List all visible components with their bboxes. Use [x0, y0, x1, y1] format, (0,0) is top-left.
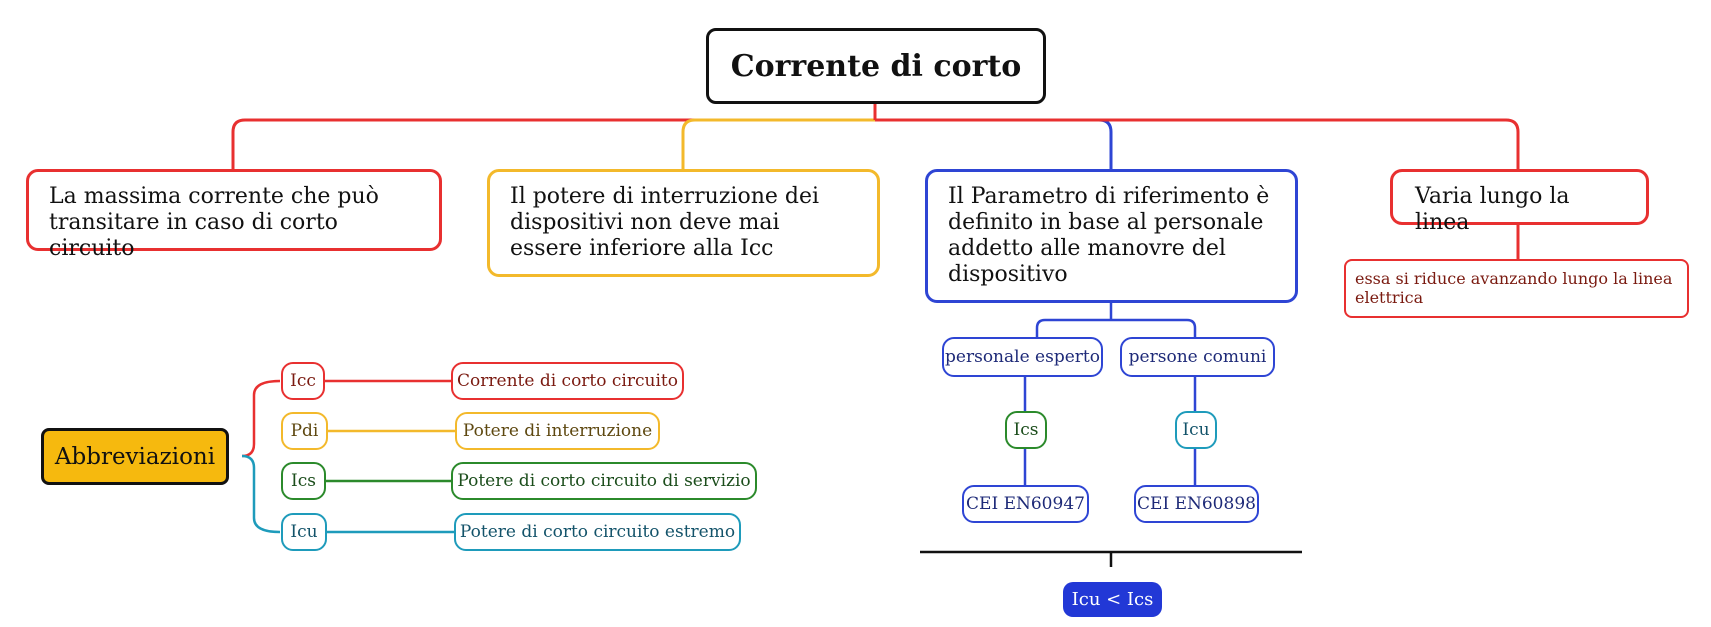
expert-personnel-node[interactable]: personale esperto: [942, 337, 1103, 377]
parameter-text: Il Parametro di riferimento è definito i…: [948, 184, 1270, 287]
abbr-code-icu[interactable]: Icu: [281, 513, 327, 551]
varies-note-node[interactable]: essa si riduce avanzando lungo la linea …: [1344, 259, 1689, 318]
common-persons-node[interactable]: persone comuni: [1120, 337, 1275, 377]
abbr-code-text: Icc: [290, 371, 316, 391]
norm-common-text: CEI EN60898: [1137, 494, 1256, 514]
norm-common-node[interactable]: CEI EN60898: [1134, 485, 1259, 523]
varies-text: Varia lungo la linea: [1415, 184, 1570, 235]
definition-text: La massima corrente che può transitare i…: [49, 184, 379, 261]
varies-node[interactable]: Varia lungo la linea: [1390, 169, 1649, 235]
definition-node[interactable]: La massima corrente che può transitare i…: [26, 169, 442, 261]
abbr-meaning-text: Potere di corto circuito di servizio: [457, 471, 751, 491]
abbr-code-icc[interactable]: Icc: [281, 362, 325, 400]
icu-node[interactable]: Icu: [1175, 411, 1217, 449]
abbr-meaning-text: Corrente di corto circuito: [457, 371, 678, 391]
abbr-bracket-top: [241, 379, 281, 458]
link-root-parameter: [875, 118, 1113, 170]
abbr-code-text: Ics: [291, 471, 316, 491]
abbr-code-ics[interactable]: Ics: [281, 462, 326, 500]
abbr-code-pdi[interactable]: Pdi: [281, 412, 328, 450]
norm-expert-text: CEI EN60947: [966, 494, 1085, 514]
abbr-meaning-ics[interactable]: Potere di corto circuito di servizio: [451, 462, 757, 500]
abbreviations-title: Abbreviazioni: [54, 443, 216, 470]
abbr-meaning-text: Potere di interruzione: [462, 421, 653, 441]
breaking-capacity-node[interactable]: Il potere di interruzione dei dispositiv…: [487, 169, 880, 277]
link-root-varies: [875, 118, 1520, 170]
relation-result-node[interactable]: Icu < Ics: [1063, 582, 1162, 617]
abbr-meaning-text: Potere di corto circuito estremo: [459, 522, 736, 542]
link-root-definition: [231, 104, 877, 170]
icu-text: Icu: [1182, 420, 1210, 440]
abbr-code-text: Pdi: [290, 421, 319, 441]
root-node[interactable]: Corrente di corto: [706, 28, 1046, 104]
abbr-code-text: Icu: [290, 522, 318, 542]
link-root-breaking: [681, 118, 875, 170]
relation-result-text: Icu < Ics: [1071, 589, 1154, 610]
abbr-meaning-icu[interactable]: Potere di corto circuito estremo: [454, 513, 741, 551]
ics-node[interactable]: Ics: [1005, 411, 1047, 449]
link-parameter-personnel: [1035, 302, 1197, 337]
abbreviations-node[interactable]: Abbreviazioni: [41, 428, 229, 485]
norm-expert-node[interactable]: CEI EN60947: [962, 485, 1089, 523]
root-title: Corrente di corto: [730, 48, 1022, 84]
common-persons-text: persone comuni: [1128, 347, 1267, 367]
ics-text: Ics: [1013, 420, 1039, 440]
varies-note-text: essa si riduce avanzando lungo la linea …: [1355, 269, 1673, 307]
breaking-capacity-text: Il potere di interruzione dei dispositiv…: [510, 184, 820, 261]
parameter-node[interactable]: Il Parametro di riferimento è definito i…: [925, 169, 1298, 303]
abbr-meaning-pdi[interactable]: Potere di interruzione: [455, 412, 660, 450]
expert-personnel-text: personale esperto: [945, 347, 1100, 367]
abbr-meaning-icc[interactable]: Corrente di corto circuito: [451, 362, 684, 400]
abbr-bracket-bottom: [241, 454, 281, 534]
